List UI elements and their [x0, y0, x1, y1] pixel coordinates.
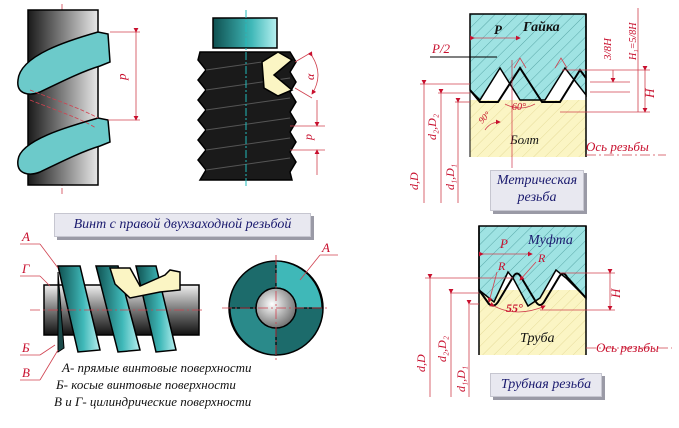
pipe-thread-figure: Муфта Труба P R R 55° H d,D d₂,D₂ d₁,D₁ …: [414, 225, 672, 397]
marker-V: В: [22, 365, 30, 380]
threaded-bolt-figure: α p: [197, 10, 325, 186]
marker-A: А: [21, 229, 30, 244]
caption-double-start-screw: Винт с правой двухзаходной резьбой: [54, 213, 311, 237]
coupling-label: Муфта: [527, 233, 573, 248]
pipe-pitch-label: P: [499, 236, 508, 251]
pipe-angle-label: 55°: [506, 301, 523, 315]
metric-pitch-label: P: [494, 22, 503, 37]
nut-label: Гайка: [522, 20, 560, 35]
caption-text: Трубная резьба: [500, 377, 592, 392]
pipe-dia-pitch-label: d₂,D₂: [435, 336, 449, 362]
legend-item: А- прямые винтовые поверхности: [61, 360, 252, 375]
end-view-marker-A: А: [321, 240, 330, 255]
metric-dia-pitch-label: d₂,D₂: [425, 114, 439, 140]
metric-axis-label: Ось резьбы: [586, 139, 649, 154]
metric-H-label: H: [642, 88, 657, 99]
bolt-label: Болт: [509, 132, 539, 147]
pipe-dia-outer-label: d,D: [414, 354, 428, 372]
metric-thread-figure: Гайка Болт P P/2 60° 90° H 3/8H H₁=5/8H …: [407, 8, 666, 203]
bolt-pitch-label: p: [301, 134, 315, 141]
helix-cylinder-figure: p: [17, 4, 140, 196]
pipe-H-label: H: [608, 288, 623, 299]
caption-pipe-thread: Трубная резьба: [490, 373, 602, 397]
radius-label-2: R: [537, 251, 546, 265]
metric-angle-label: 60°: [512, 102, 526, 113]
marker-B-soft: Б: [21, 340, 30, 355]
surfaces-legend: А- прямые винтовые поверхности Б- косые …: [54, 360, 252, 409]
caption-text: Винт с правой двухзаходной резьбой: [73, 217, 292, 232]
dim-3-8H-label: 3/8H: [602, 37, 614, 61]
metric-dia-outer-label: d,D: [407, 172, 421, 190]
double-start-screw-figure: А Г Б В: [20, 229, 205, 381]
metric-dia-inner-label: d₁,D₁: [443, 164, 457, 190]
legend-item: Б- косые винтовые поверхности: [55, 377, 236, 392]
half-pitch-label: P/2: [431, 41, 451, 56]
radius-label-1: R: [497, 259, 506, 273]
caption-metric-thread: Метрическая резьба: [490, 170, 584, 211]
helix-pitch-label: p: [114, 73, 129, 81]
caption-text: Метрическая: [496, 173, 578, 188]
caption-text: резьба: [517, 190, 557, 205]
pipe-label: Труба: [520, 331, 555, 346]
dim-H1-label: H₁=5/8H: [628, 22, 639, 61]
screw-end-view-figure: А: [222, 240, 338, 362]
pipe-dia-inner-label: d₁,D₁: [454, 366, 468, 392]
profile-angle-label: α: [303, 73, 317, 80]
marker-G: Г: [21, 261, 30, 276]
legend-item: В и Г- цилиндрические поверхности: [54, 394, 252, 409]
pipe-axis-label: Ось резьбы: [596, 340, 659, 355]
